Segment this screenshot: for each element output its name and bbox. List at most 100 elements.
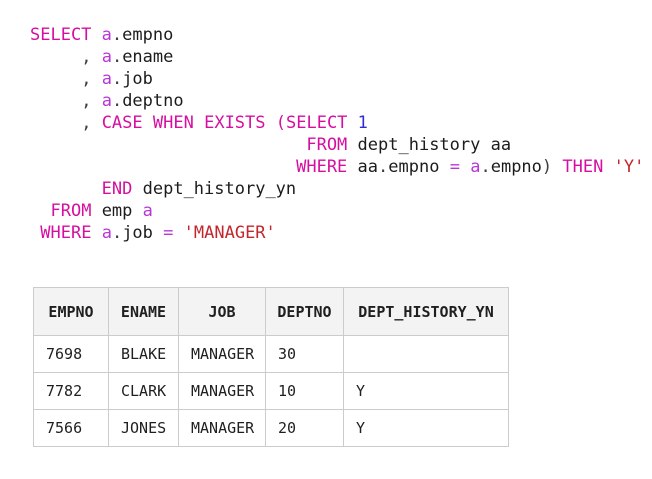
sql-token-keyword: THEN xyxy=(562,157,604,177)
sql-token-identifier: empno xyxy=(490,157,542,177)
code-line: END dept_history_yn xyxy=(30,178,644,200)
sql-token-plain xyxy=(30,179,102,199)
sql-token-alias: a xyxy=(470,157,481,177)
sql-token-plain xyxy=(30,157,296,177)
sql-token-plain xyxy=(460,157,470,177)
sql-token-plain xyxy=(132,179,142,199)
sql-token-keyword: END xyxy=(101,179,133,199)
code-line: FROM emp a xyxy=(30,200,644,222)
sql-token-number: 1 xyxy=(357,113,368,133)
table-cell: MANAGER xyxy=(178,335,266,373)
sql-token-plain xyxy=(143,113,153,133)
sql-token-plain xyxy=(30,113,81,133)
sql-token-plain xyxy=(153,223,163,243)
sql-token-identifier: dept_history_yn xyxy=(142,179,297,199)
sql-token-string: 'Y' xyxy=(613,157,645,177)
sql-token-plain xyxy=(347,113,357,133)
sql-code-block: SELECT a.empno , a.ename , a.job , a.dep… xyxy=(30,24,644,244)
sql-token-plain xyxy=(91,25,101,45)
table-cell: 10 xyxy=(265,372,344,410)
column-header: ENAME xyxy=(108,287,179,336)
sql-token-alias: a xyxy=(142,201,153,221)
sql-token-plain xyxy=(552,157,562,177)
sql-token-keyword: FROM xyxy=(50,201,92,221)
sql-token-identifier: deptno xyxy=(122,91,184,111)
sql-token-punctuation: . xyxy=(378,157,389,177)
table-cell: MANAGER xyxy=(178,372,266,410)
column-header: DEPTNO xyxy=(265,287,344,336)
sql-token-punctuation: ) xyxy=(541,157,553,177)
sql-token-keyword: SELECT xyxy=(30,25,92,45)
sql-token-alias: a xyxy=(101,69,112,89)
code-line: , a.deptno xyxy=(30,90,644,112)
sql-token-identifier: emp xyxy=(101,201,133,221)
sql-token-alias: a xyxy=(101,91,112,111)
sql-token-punctuation: , xyxy=(81,69,92,89)
sql-token-punctuation: . xyxy=(111,91,123,111)
code-line: WHERE a.job = 'MANAGER' xyxy=(30,222,644,244)
sql-token-identifier: aa xyxy=(490,135,512,155)
sql-token-plain xyxy=(480,135,490,155)
code-line: , a.job xyxy=(30,68,644,90)
sql-token-identifier: empno xyxy=(388,157,440,177)
sql-token-plain xyxy=(603,157,613,177)
sql-token-keyword: FROM xyxy=(306,135,348,155)
sql-token-punctuation: . xyxy=(111,47,123,67)
code-line: SELECT a.empno xyxy=(30,24,644,46)
sql-token-identifier: aa xyxy=(357,157,379,177)
table-cell: 7698 xyxy=(33,335,109,373)
code-line: , CASE WHEN EXISTS (SELECT 1 xyxy=(30,112,644,134)
sql-token-plain xyxy=(30,223,40,243)
column-header: DEPT_HISTORY_YN xyxy=(343,287,509,336)
sql-token-keyword: WHEN xyxy=(152,113,194,133)
sql-token-punctuation: . xyxy=(111,25,123,45)
sql-token-keyword: CASE xyxy=(101,113,143,133)
sql-token-keyword: (SELECT xyxy=(275,113,348,133)
sql-token-plain xyxy=(91,201,101,221)
sql-token-identifier: job xyxy=(122,223,153,243)
sql-token-plain xyxy=(30,135,306,155)
sql-token-alias: a xyxy=(101,47,112,67)
code-line: , a.ename xyxy=(30,46,644,68)
sql-token-plain xyxy=(30,47,81,67)
table-cell: Y xyxy=(343,372,509,410)
sql-token-plain xyxy=(91,91,101,111)
sql-token-punctuation: . xyxy=(111,69,123,89)
table-cell: Y xyxy=(343,409,509,447)
sql-token-punctuation: . xyxy=(111,223,123,243)
column-header: EMPNO xyxy=(33,287,109,336)
table-cell: MANAGER xyxy=(178,409,266,447)
column-header: JOB xyxy=(178,287,266,336)
sql-token-plain xyxy=(91,223,101,243)
sql-token-punctuation: , xyxy=(81,47,92,67)
table-cell: JONES xyxy=(108,409,179,447)
sql-token-plain xyxy=(132,201,142,221)
sql-token-plain xyxy=(194,113,204,133)
sql-token-punctuation: . xyxy=(480,157,491,177)
code-line: FROM dept_history aa xyxy=(30,134,644,156)
sql-token-plain xyxy=(173,223,183,243)
sql-token-string: 'MANAGER' xyxy=(183,223,276,243)
sql-token-plain xyxy=(347,157,357,177)
sql-token-alias: a xyxy=(101,223,112,243)
sql-token-alias: a xyxy=(101,25,112,45)
sql-token-operator: = xyxy=(449,157,460,177)
sql-token-punctuation: , xyxy=(81,91,92,111)
table-cell: 7566 xyxy=(33,409,109,447)
sql-token-keyword: WHERE xyxy=(296,157,348,177)
sql-token-plain xyxy=(439,157,449,177)
sql-token-plain xyxy=(30,91,81,111)
sql-token-operator: = xyxy=(163,223,174,243)
sql-token-plain xyxy=(347,135,357,155)
sql-token-identifier: ename xyxy=(122,47,174,67)
table-cell: CLARK xyxy=(108,372,179,410)
table-cell: BLAKE xyxy=(108,335,179,373)
sql-token-plain xyxy=(30,69,81,89)
table-cell xyxy=(343,335,509,373)
sql-token-identifier: empno xyxy=(122,25,174,45)
